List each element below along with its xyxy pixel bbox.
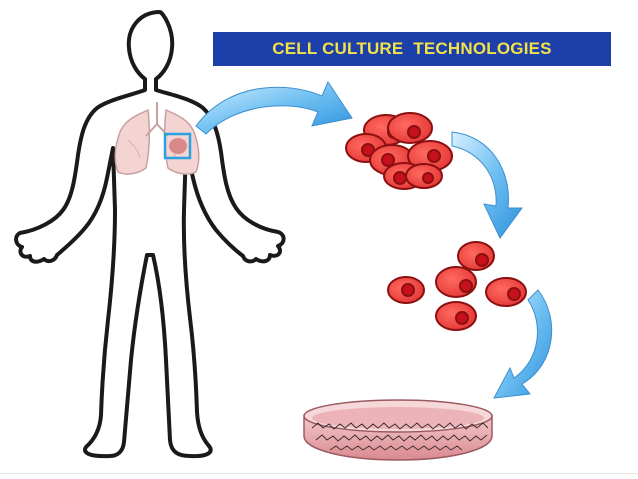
dissociated-cells-icon [387,241,527,331]
human-body-outline-icon [14,10,286,459]
curved-arrow-icon [493,289,553,399]
lungs-icon [114,102,200,175]
curved-arrow-icon [195,80,353,135]
petri-dish-icon [303,399,493,461]
cell-cluster-icon [345,112,453,190]
divider [0,473,638,474]
cell-monolayer [311,422,489,451]
lung-highlight-box [163,132,192,160]
curved-arrow-icon [451,131,523,239]
page-title: CELL CULTURE TECHNOLOGIES [213,32,611,66]
